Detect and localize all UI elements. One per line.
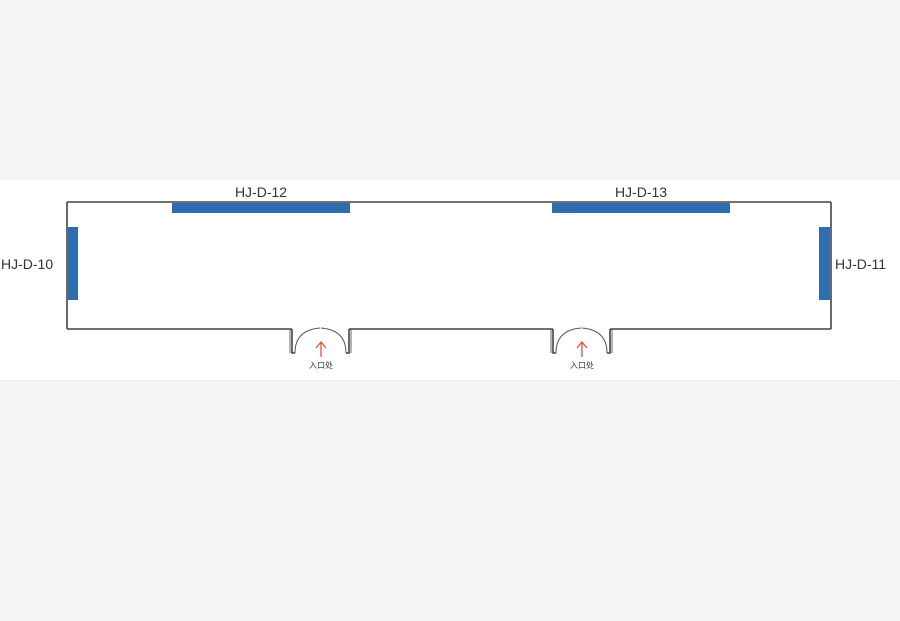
screen-label-hj-d-13: HJ-D-13 — [615, 184, 667, 200]
screen-label-hj-d-10: HJ-D-10 — [1, 256, 53, 272]
entrance-door — [550, 327, 613, 354]
door-swing-arc — [555, 327, 582, 354]
entrance-door — [289, 327, 352, 354]
arrow-up-icon — [315, 340, 327, 357]
door-swing-arc — [581, 327, 608, 354]
screen-bar-hj-d-11 — [819, 227, 830, 300]
floor-plan-card — [0, 180, 900, 380]
screen-bar-hj-d-13 — [552, 203, 730, 213]
screen-label-hj-d-11: HJ-D-11 — [835, 256, 886, 272]
door-swing-arc — [294, 327, 321, 354]
entrance-label: 入口处 — [309, 360, 333, 370]
entrance-label: 入口处 — [570, 360, 594, 370]
screen-bar-hj-d-12 — [172, 203, 350, 213]
arrow-up-icon — [576, 340, 588, 357]
door-swing-arc — [320, 327, 347, 354]
screen-bar-hj-d-10 — [68, 227, 78, 300]
screen-label-hj-d-12: HJ-D-12 — [235, 184, 287, 200]
